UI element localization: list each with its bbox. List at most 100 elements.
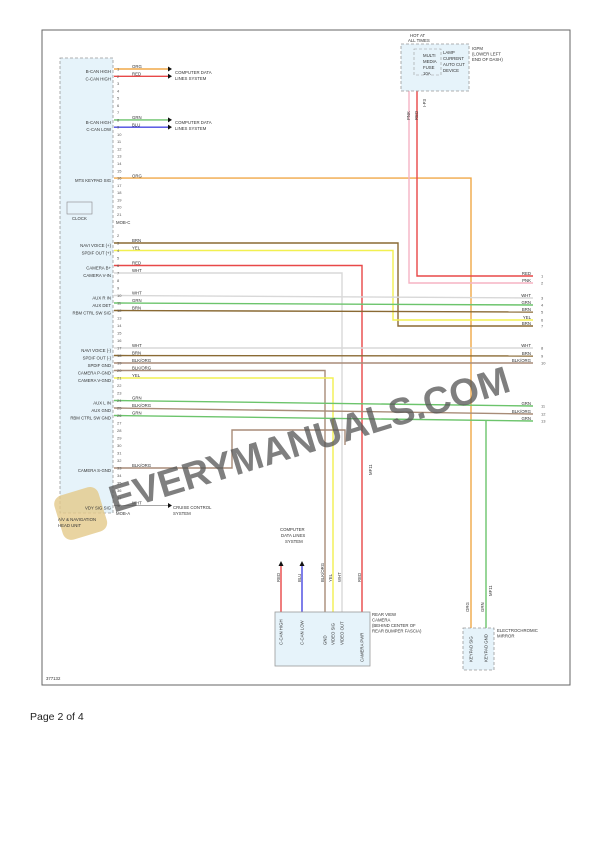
wire-color-label: BLU bbox=[297, 574, 302, 582]
pin-number: 21 bbox=[117, 376, 122, 381]
wire bbox=[113, 414, 534, 422]
watermark-logo-icon bbox=[54, 486, 108, 540]
pin-number: 22 bbox=[117, 383, 122, 388]
arrow-icon bbox=[168, 73, 172, 79]
igpm-box bbox=[400, 43, 470, 92]
camera-pin-label: GND bbox=[323, 635, 328, 645]
pin-number: 11 bbox=[117, 139, 122, 144]
circuit-label: VDY SIG SIG bbox=[85, 506, 112, 511]
diagram-code: 377132 bbox=[46, 676, 61, 681]
pin-number: 8 bbox=[117, 117, 120, 122]
pin-number: 37 bbox=[117, 496, 122, 501]
mirror-title: ELECTROCHROMIC bbox=[497, 628, 538, 633]
wire-color-label: WHT bbox=[132, 268, 142, 273]
wire-color-label: YEL bbox=[132, 246, 141, 251]
pin-number: 38 bbox=[117, 503, 122, 508]
pin-number: 9 bbox=[117, 125, 120, 130]
pin-number: 19 bbox=[117, 197, 122, 202]
pin-number: 36 bbox=[117, 488, 122, 493]
igpm-location: END OF DASH) bbox=[472, 57, 503, 62]
camera-title: CAMERA bbox=[372, 618, 391, 623]
pin-number: 14 bbox=[117, 161, 122, 166]
pin-number: 30 bbox=[117, 443, 122, 448]
circuit-label: CAMERA B+ bbox=[86, 266, 111, 271]
wire-color-label: PNK bbox=[522, 278, 531, 283]
circuit-label: CAMERA S-GND bbox=[78, 468, 111, 473]
wire-color-label: GRN bbox=[132, 298, 142, 303]
wire bbox=[113, 399, 534, 407]
circuit-label: AUX GND bbox=[91, 408, 111, 413]
wire-color-label: RED bbox=[522, 271, 531, 276]
pin-number: 21 bbox=[117, 212, 122, 217]
pin-number: 6 bbox=[541, 318, 544, 323]
pin-number: 3 bbox=[117, 241, 120, 246]
dest-computer-data-1b: LINES SYSTEM bbox=[175, 76, 207, 81]
circuit-label: SPDIF OUT (+) bbox=[82, 251, 112, 256]
pin-number: 31 bbox=[117, 451, 122, 456]
wire-color-label: GRN bbox=[521, 401, 531, 406]
arrow-icon bbox=[168, 124, 172, 130]
dest-computer-data-3: COMPUTER bbox=[280, 527, 305, 532]
wire bbox=[113, 354, 534, 357]
pin-number: 20 bbox=[117, 368, 122, 373]
pin-number: 5 bbox=[117, 96, 120, 101]
pin-number: 7 bbox=[117, 271, 120, 276]
circuit-label: RBM CTRL SW GND bbox=[70, 416, 111, 421]
pin-number: 4 bbox=[117, 248, 120, 253]
pin-number: 16 bbox=[117, 176, 122, 181]
wire bbox=[416, 91, 533, 277]
pin-number: 11 bbox=[541, 404, 546, 409]
connector-mob-a: MOB-A bbox=[116, 511, 130, 516]
device-label: LAMP bbox=[443, 50, 455, 55]
device-label: AUTO CUT bbox=[443, 62, 465, 67]
wire bbox=[114, 377, 334, 612]
wire-color-label: BRN bbox=[522, 307, 531, 312]
pin-number: 2 bbox=[117, 233, 120, 238]
clock-box bbox=[66, 201, 93, 215]
wire-color-label: YEL bbox=[132, 373, 141, 378]
pin-number: 11 bbox=[117, 301, 122, 306]
pin-number: 20 bbox=[117, 205, 122, 210]
hot-label-2: ALL TIMES bbox=[408, 38, 430, 43]
pin-number: 10 bbox=[541, 361, 546, 366]
wire-color-label: GRN bbox=[521, 416, 531, 421]
wire-color-label: BRN bbox=[522, 351, 531, 356]
pin-number: 4 bbox=[117, 88, 120, 93]
pin-number: 7 bbox=[541, 324, 544, 329]
circuit-label: AUX DET bbox=[92, 303, 111, 308]
circuit-label: B-CAN HIGH bbox=[86, 120, 111, 125]
device-label: DEVICE bbox=[443, 68, 459, 73]
pin-number: 9 bbox=[541, 354, 544, 359]
circuit-label: C-CAN HIGH bbox=[85, 76, 111, 81]
pin-number: 32 bbox=[117, 458, 122, 463]
pin-number: 5 bbox=[117, 256, 120, 261]
wire-color-label: BLK/ORG bbox=[132, 366, 152, 371]
wire-color-label: GRN bbox=[132, 115, 142, 120]
wire-color-label: BLK/ORG bbox=[512, 358, 532, 363]
pin-number: 10 bbox=[117, 293, 122, 298]
pin-number: 6 bbox=[117, 103, 120, 108]
arrow-icon bbox=[168, 66, 172, 72]
pin-number: 8 bbox=[541, 346, 544, 351]
wire-color-label: GRN bbox=[132, 396, 142, 401]
pin-number: 23 bbox=[117, 391, 122, 396]
wire bbox=[113, 309, 534, 313]
pin-number: 33 bbox=[117, 466, 122, 471]
wire-color-label: RED bbox=[276, 573, 281, 582]
pin-number: 35 bbox=[117, 481, 122, 486]
wire-color-label: RED bbox=[132, 71, 141, 76]
wire-color-label: BLK/ORG bbox=[512, 409, 532, 414]
fuse-label: 10A bbox=[423, 71, 431, 76]
wire-color-label: BRN bbox=[522, 321, 531, 326]
pin-number: 2 bbox=[541, 281, 544, 286]
circuit-label: B-CAN HIGH bbox=[86, 69, 111, 74]
pin-number: 19 bbox=[117, 361, 122, 366]
wire bbox=[113, 294, 534, 299]
pin-number: 24 bbox=[117, 398, 122, 403]
circuit-label: SPDIF GND bbox=[88, 363, 111, 368]
dest-cruise-b: SYSTEM bbox=[173, 511, 191, 516]
wire-color-label: WHT bbox=[132, 291, 142, 296]
pin-number: 17 bbox=[117, 346, 122, 351]
page-number: Page 2 of 4 bbox=[30, 711, 84, 723]
camera-title: (BEHIND CENTER OF bbox=[372, 623, 416, 628]
